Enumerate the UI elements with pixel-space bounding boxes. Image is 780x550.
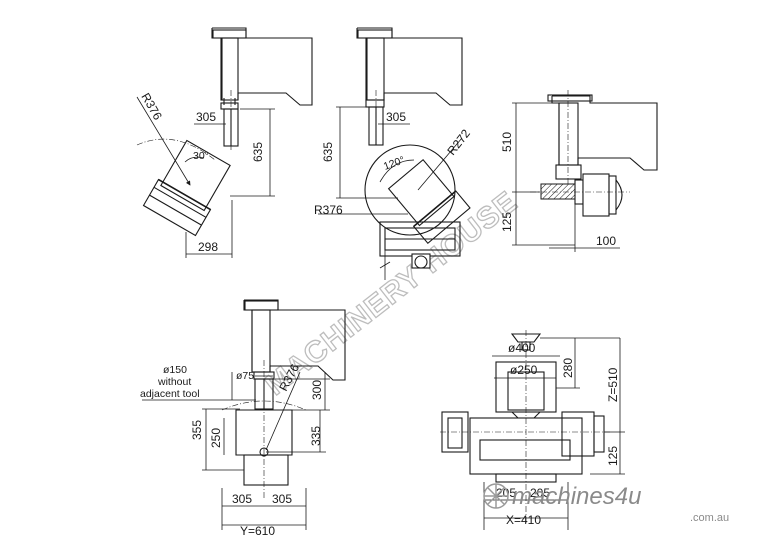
brand-logo: machines4u .com.au bbox=[483, 483, 729, 524]
label-r376-tm: R376 bbox=[314, 203, 343, 217]
label-y610: Y=610 bbox=[240, 524, 275, 538]
label-125-br: 125 bbox=[606, 446, 620, 466]
label-510-tr: 510 bbox=[500, 132, 514, 152]
label-100: 100 bbox=[596, 234, 616, 248]
view-top-middle: 635 305 R272 120° R376 bbox=[314, 27, 473, 280]
label-300: 300 bbox=[310, 380, 324, 400]
view-bottom-left: ø150 without adjacent tool ø75 R376 300 … bbox=[140, 299, 346, 538]
label-125-tr: 125 bbox=[500, 212, 514, 232]
label-635-tl: 635 bbox=[251, 142, 265, 162]
label-305-tl: 305 bbox=[196, 110, 216, 124]
label-305-tm: 305 bbox=[386, 110, 406, 124]
label-dia150: ø150 bbox=[163, 364, 187, 376]
label-205-b: 205 bbox=[530, 486, 550, 500]
label-r272: R272 bbox=[444, 126, 473, 157]
label-dia400: ø400 bbox=[508, 341, 536, 355]
label-angle-120: 120° bbox=[382, 154, 407, 173]
label-355: 355 bbox=[190, 420, 204, 440]
label-250-bl: 250 bbox=[209, 428, 223, 448]
label-dia75: ø75 bbox=[236, 370, 254, 382]
label-z510: Z=510 bbox=[606, 367, 620, 402]
label-335: 335 bbox=[309, 426, 323, 446]
label-adjacent-tool: adjacent tool bbox=[140, 388, 200, 400]
brand-sub: .com.au bbox=[690, 512, 729, 524]
label-635-tm: 635 bbox=[321, 142, 335, 162]
label-305-bl-a: 305 bbox=[232, 492, 252, 506]
brand-mark-icon bbox=[483, 483, 509, 509]
view-top-left: R376 305 635 30° 298 bbox=[136, 27, 313, 258]
label-without: without bbox=[157, 376, 191, 388]
label-305-bl-b: 305 bbox=[272, 492, 292, 506]
label-280: 280 bbox=[561, 358, 575, 378]
label-298: 298 bbox=[198, 240, 218, 254]
label-angle-30: 30° bbox=[193, 150, 209, 162]
view-bottom-right: ø400 ø250 280 Z=510 125 205 205 X=410 bbox=[440, 330, 625, 530]
brand-name: machines4u bbox=[512, 483, 641, 510]
label-dia250: ø250 bbox=[510, 363, 538, 377]
view-top-right: 510 125 100 bbox=[500, 90, 658, 252]
label-x410: X=410 bbox=[506, 513, 541, 527]
